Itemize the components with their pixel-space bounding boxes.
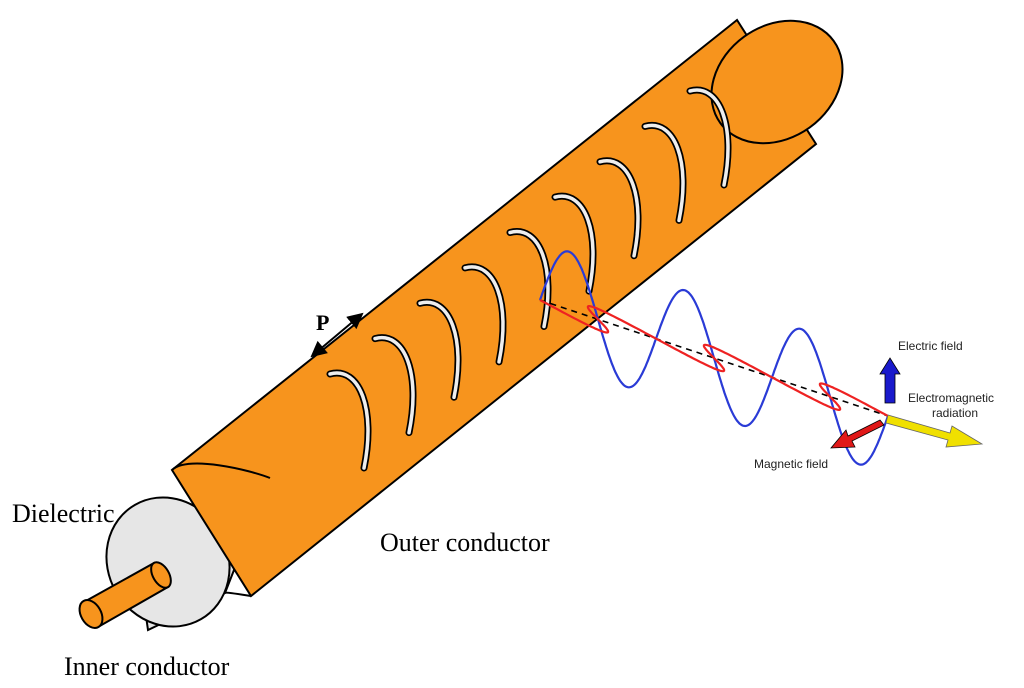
electromagnetic-radiation-label-line2: radiation <box>932 406 978 420</box>
radiation-direction-arrow <box>885 414 984 448</box>
radiating-slots <box>326 86 732 472</box>
slot-opening <box>688 88 730 187</box>
inner-conductor-label: Inner conductor <box>64 652 230 681</box>
dielectric-label: Dielectric <box>12 499 115 528</box>
outer-conductor <box>170 18 844 598</box>
pitch-label: P <box>316 310 329 335</box>
outer-conductor-label: Outer conductor <box>380 528 550 557</box>
slot-opening <box>598 159 640 258</box>
magnetic-field-label: Magnetic field <box>754 457 828 471</box>
inner-conductor <box>78 561 172 629</box>
magnetic-field-wave <box>539 299 889 417</box>
slot-opening <box>373 335 415 435</box>
slot-opening <box>508 229 550 329</box>
slot-opening <box>553 194 595 293</box>
electromagnetic-radiation-label-line1: Electromagnetic <box>908 391 994 405</box>
pitch-arrow <box>310 312 364 358</box>
electric-field-label: Electric field <box>898 339 963 353</box>
magnetic-field-arrow <box>830 419 885 449</box>
slot-opening <box>463 265 505 364</box>
slot-opening <box>643 123 685 223</box>
slot-opening <box>328 371 370 470</box>
slot-opening <box>418 300 460 399</box>
electric-field-arrow <box>879 357 901 404</box>
